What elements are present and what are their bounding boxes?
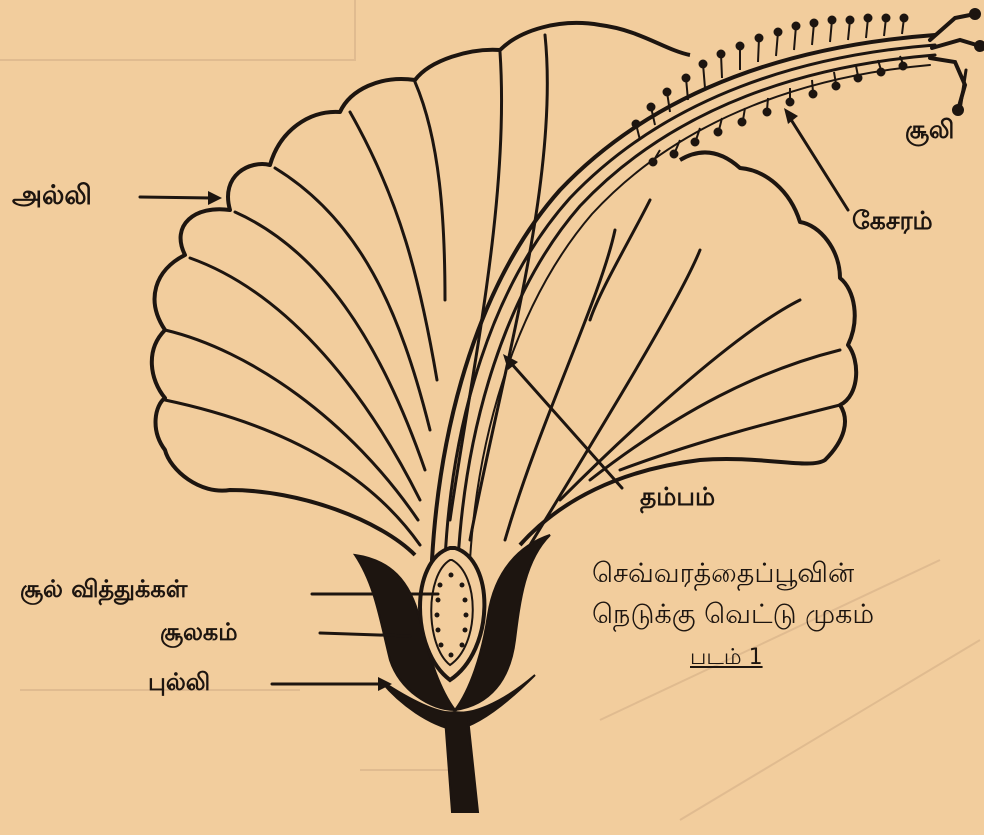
stigma-label: சூலி bbox=[905, 115, 954, 148]
caption-line-1: செவ்வரத்தைப்பூவின் bbox=[592, 556, 854, 592]
caption-line-2: நெடுக்கு வெட்டு முகம் bbox=[592, 597, 874, 633]
stamens-label: கேசரம் bbox=[852, 206, 933, 239]
style-label: தம்பம் bbox=[640, 482, 715, 515]
petal-arrow-icon bbox=[208, 191, 222, 205]
stamens-pointer bbox=[790, 118, 848, 210]
paper-texture bbox=[0, 0, 980, 820]
stamens-arrow-icon bbox=[784, 108, 798, 124]
calyx-label: புல்லி bbox=[148, 668, 210, 699]
petal-pointer bbox=[140, 197, 212, 198]
stigma-branches bbox=[930, 10, 984, 114]
ovules-label: சூல் வித்துக்கள் bbox=[20, 575, 187, 606]
ovary-label: சூலகம் bbox=[160, 618, 238, 649]
petal-label: அல்லி bbox=[12, 180, 92, 215]
figure-number: படம் 1 bbox=[690, 640, 763, 676]
stalk bbox=[445, 718, 478, 812]
